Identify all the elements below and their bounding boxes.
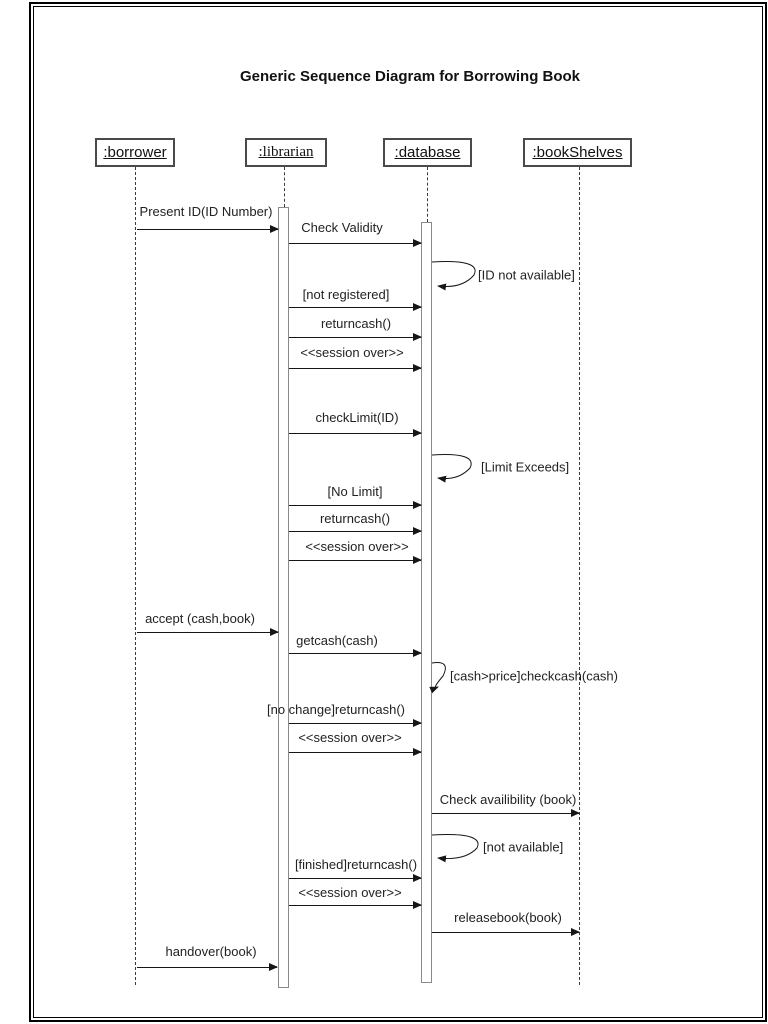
self-message-label-limit-exceeds: [Limit Exceeds]	[481, 459, 570, 475]
message-label-accept: accept (cash,book)	[145, 611, 255, 626]
message-label-session-over-2: <<session over>>	[305, 539, 409, 554]
message-label-getcash: getcash(cash)	[296, 633, 378, 648]
message-arrow-check-availibility	[432, 809, 580, 817]
lifeline-line-librarian	[284, 167, 285, 207]
arrowhead-icon	[413, 429, 422, 437]
arrowhead-icon	[413, 649, 422, 657]
message-label-releasebook: releasebook(book)	[454, 910, 562, 925]
self-message-label-id-not-available: [ID not available]	[478, 267, 575, 283]
message-arrow-check-validity	[289, 239, 422, 247]
arrowhead-icon	[571, 809, 580, 817]
lifeline-line-borrower	[135, 167, 136, 985]
message-label-session-over-4: <<session over>>	[298, 885, 402, 900]
message-label-present-id: Present ID(ID Number)	[139, 204, 273, 219]
message-arrow-accept	[137, 628, 279, 636]
message-arrow-handover	[137, 963, 278, 971]
arrowhead-icon	[269, 963, 278, 971]
message-arrow-getcash	[289, 649, 422, 657]
message-arrow-finished-returncash	[289, 874, 422, 882]
lifeline-box-librarian: :librarian	[245, 138, 327, 167]
message-arrow-no-change-returncash	[289, 719, 422, 727]
self-message-label-not-available: [not available]	[483, 839, 564, 855]
page-inner-border	[33, 6, 763, 1018]
lifeline-box-bookShelves: :bookShelves	[523, 138, 632, 167]
message-label-no-limit: [No Limit]	[327, 484, 383, 499]
arrowhead-icon	[413, 527, 422, 535]
message-arrow-not-registered	[289, 303, 422, 311]
arrowhead-icon	[413, 748, 422, 756]
activation-bar-librarian	[278, 207, 289, 988]
message-label-checklimit: checkLimit(ID)	[315, 410, 399, 425]
arrowhead-icon	[413, 364, 422, 372]
lifeline-label-bookShelves: :bookShelves	[532, 144, 623, 161]
lifeline-box-borrower: :borrower	[95, 138, 175, 167]
message-label-no-change-returncash: [no change]returncash()	[266, 702, 406, 717]
arrowhead-icon	[413, 303, 422, 311]
diagram-title: Generic Sequence Diagram for Borrowing B…	[239, 68, 581, 85]
arrowhead-icon	[413, 901, 422, 909]
activation-bar-database	[421, 222, 432, 983]
message-label-finished-returncash: [finished]returncash()	[294, 857, 418, 872]
arrowhead-icon	[413, 874, 422, 882]
arrowhead-icon	[270, 628, 279, 636]
message-label-session-over-3: <<session over>>	[298, 730, 402, 745]
message-label-handover: handover(book)	[165, 944, 257, 959]
message-arrow-returncash-2	[289, 527, 422, 535]
message-label-session-over-1: <<session over>>	[300, 345, 404, 360]
message-arrow-releasebook	[432, 928, 580, 936]
message-label-returncash-2: returncash()	[319, 511, 391, 526]
message-label-not-registered: [not registered]	[302, 287, 390, 302]
message-arrow-session-over-2	[289, 556, 422, 564]
lifeline-label-database: :database	[394, 144, 461, 161]
lifeline-line-database	[427, 167, 428, 222]
self-message-label-checkcash: [cash>price]checkcash(cash)	[450, 668, 618, 684]
message-label-returncash-1: returncash()	[320, 316, 392, 331]
arrowhead-icon	[413, 719, 422, 727]
lifeline-box-database: :database	[383, 138, 472, 167]
message-arrow-session-over-1	[289, 364, 422, 372]
message-arrow-returncash-1	[289, 333, 422, 341]
arrowhead-icon	[413, 239, 422, 247]
message-arrow-session-over-4	[289, 901, 422, 909]
message-label-check-validity: Check Validity	[301, 220, 383, 235]
lifeline-line-bookShelves	[579, 167, 580, 985]
message-label-check-availibility: Check availibility (book)	[439, 792, 577, 807]
lifeline-label-borrower: :borrower	[103, 144, 167, 161]
arrowhead-icon	[413, 333, 422, 341]
arrowhead-icon	[413, 556, 422, 564]
arrowhead-icon	[571, 928, 580, 936]
lifeline-label-librarian: :librarian	[258, 144, 314, 160]
page-outer-border	[29, 2, 767, 1022]
arrowhead-icon	[270, 225, 279, 233]
message-arrow-no-limit	[289, 501, 422, 509]
message-arrow-checklimit	[289, 429, 422, 437]
arrowhead-icon	[413, 501, 422, 509]
message-arrow-session-over-3	[289, 748, 422, 756]
message-arrow-present-id	[137, 225, 279, 233]
